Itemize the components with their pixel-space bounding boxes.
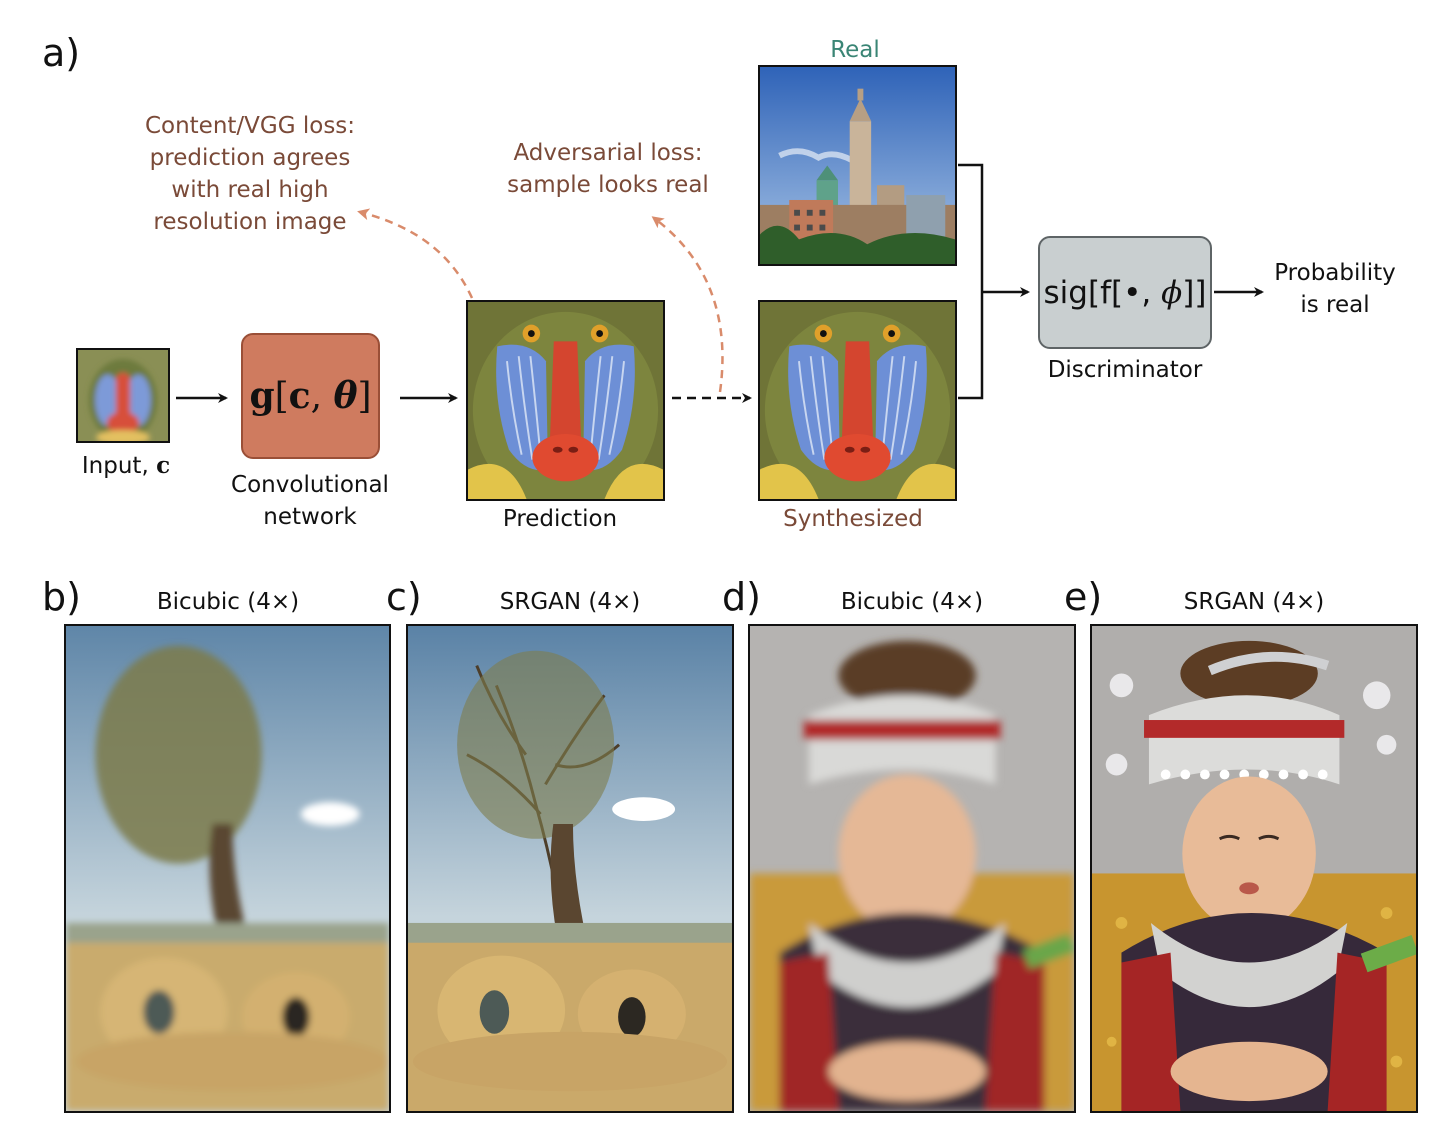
input-symbol: c [156, 452, 171, 479]
generator-comma: , [310, 375, 334, 417]
content-loss-line-1: Content/VGG loss: [144, 113, 356, 139]
content-loss-line-3: with real high [171, 177, 329, 203]
prediction-caption: Prediction [502, 506, 618, 532]
discriminator-dot: • [1123, 274, 1142, 311]
panel-b-image [64, 624, 391, 1113]
panel-e-caption: SRGAN (4×) [1183, 589, 1325, 615]
generator-arg2: θ [333, 375, 358, 417]
synthesized-caption: Synthesized [783, 506, 923, 532]
panel-e-label: e) [1064, 575, 1103, 619]
output-line-2: is real [1300, 292, 1370, 318]
panel-c-caption: SRGAN (4×) [499, 589, 641, 615]
generator-func: g [249, 375, 275, 417]
panel-d-image [748, 624, 1076, 1113]
generator-caption-line-1: Convolutional [231, 472, 389, 498]
real-image [758, 65, 957, 266]
panel-b-label: b) [42, 575, 81, 619]
generator-close-bracket: ] [357, 375, 372, 417]
panel-b-caption: Bicubic (4×) [156, 589, 300, 615]
generator-open-bracket: [ [274, 375, 289, 417]
panel-c-image [406, 624, 734, 1113]
generator-arg1: c [288, 375, 311, 417]
discriminator-comma: , [1141, 274, 1162, 311]
content-loss-line-4: resolution image [153, 209, 347, 235]
input-caption-text: Input, [81, 453, 157, 479]
panel-a-label: a) [42, 31, 81, 75]
discriminator-box: sig[f[•, ϕ]] [1038, 236, 1212, 349]
adversarial-loss-line-2: sample looks real [507, 172, 709, 198]
panel-e-image [1090, 624, 1418, 1113]
real-caption: Real [830, 37, 880, 63]
discriminator-prefix: sig [1043, 274, 1088, 311]
adversarial-loss-text: Adversarial loss: sample looks real [480, 137, 736, 201]
input-caption: Input, c [56, 450, 196, 482]
adversarial-loss-line-1: Adversarial loss: [513, 140, 703, 166]
generator-caption-line-2: network [263, 504, 357, 530]
panel-d-caption: Bicubic (4×) [840, 589, 984, 615]
generator-caption: Convolutional network [210, 469, 410, 533]
output-line-1: Probability [1274, 260, 1396, 286]
content-loss-line-2: prediction agrees [149, 145, 351, 171]
discriminator-close-brackets: ]] [1182, 274, 1207, 311]
discriminator-inner-open: [ [1111, 274, 1124, 311]
discriminator-f: f [1100, 274, 1111, 311]
panel-c-label: c) [386, 575, 422, 619]
panel-d-label: d) [722, 575, 761, 619]
input-image [76, 348, 170, 443]
connector-real-to-merge [958, 163, 984, 292]
output-text: Probability is real [1262, 257, 1408, 321]
discriminator-open-bracket: [ [1087, 274, 1101, 311]
prediction-image [466, 300, 665, 501]
content-loss-text: Content/VGG loss: prediction agrees with… [120, 110, 380, 238]
synthesized-image [758, 300, 957, 501]
generator-box: g[c, θ] [241, 333, 380, 459]
connector-synth-to-merge [958, 292, 984, 400]
discriminator-caption: Discriminator [1047, 357, 1203, 383]
discriminator-param: ϕ [1161, 274, 1183, 311]
